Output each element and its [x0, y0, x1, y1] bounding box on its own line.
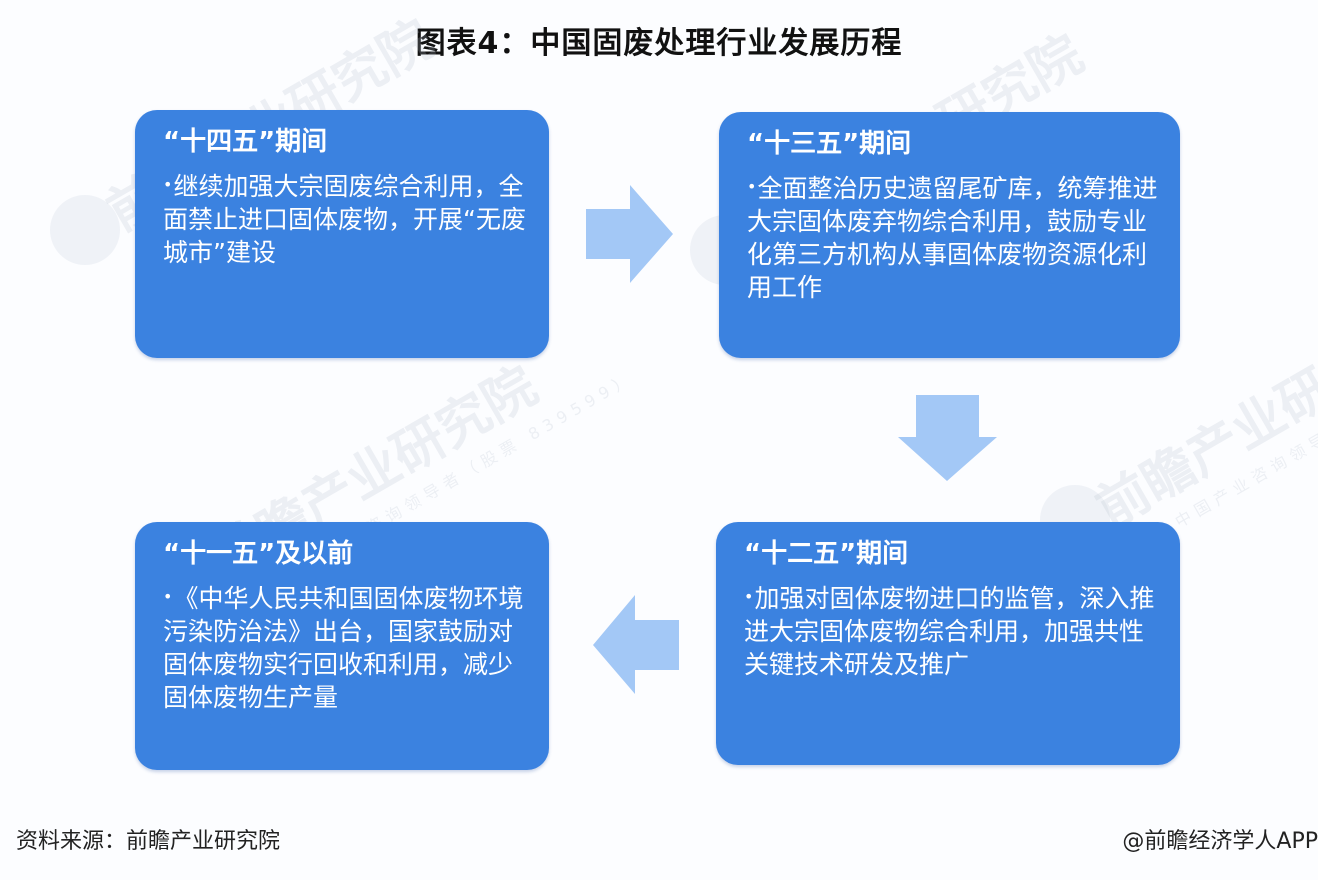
stage-box-14th-five-year-plan: “十四五”期间 •继续加强大宗固废综合利用，全面禁止进口固体废物，开展“无废城市…: [135, 110, 549, 358]
stage-box-13th-five-year-plan: “十三五”期间 •全面整治历史遗留尾矿库，统筹推进大宗固体废弃物综合利用，鼓励专…: [719, 112, 1180, 358]
stage-title: “十三五”期间: [747, 129, 912, 159]
stage-description: •全面整治历史遗留尾矿库，统筹推进大宗固体废弃物综合利用，鼓励专业化第三方机构从…: [747, 174, 1158, 302]
bullet-icon: •: [744, 587, 754, 606]
stage-description: •《中华人民共和国固体废物环境污染防治法》出台，国家鼓励对固体废物实行回收和利用…: [163, 584, 524, 712]
arrow-right-icon: [586, 185, 673, 283]
stage-description: •加强对固体废物进口的监管，深入推进大宗固体废物综合利用，加强共性关键技术研发及…: [744, 584, 1155, 679]
stage-box-11th-five-year-plan-and-before: “十一五”及以前 •《中华人民共和国固体废物环境污染防治法》出台，国家鼓励对固体…: [135, 522, 549, 770]
stage-title: “十二五”期间: [744, 539, 909, 569]
bullet-icon: •: [163, 587, 173, 606]
stage-description: •继续加强大宗固废综合利用，全面禁止进口固体废物，开展“无废城市”建设: [163, 172, 526, 267]
stage-box-12th-five-year-plan: “十二五”期间 •加强对固体废物进口的监管，深入推进大宗固体废物综合利用，加强共…: [716, 522, 1180, 765]
credit-note: @前瞻经济学人APP: [1122, 829, 1318, 854]
bullet-icon: •: [163, 175, 173, 194]
arrow-down-icon: [898, 395, 997, 481]
stage-title: “十四五”期间: [163, 127, 328, 157]
bullet-icon: •: [747, 177, 757, 196]
chart-title: 图表4：中国固废处理行业发展历程: [415, 26, 903, 61]
arrow-left-icon: [593, 595, 679, 694]
watermark-logo-icon: [50, 195, 120, 265]
source-note: 资料来源：前瞻产业研究院: [16, 829, 281, 854]
stage-title: “十一五”及以前: [163, 539, 354, 569]
